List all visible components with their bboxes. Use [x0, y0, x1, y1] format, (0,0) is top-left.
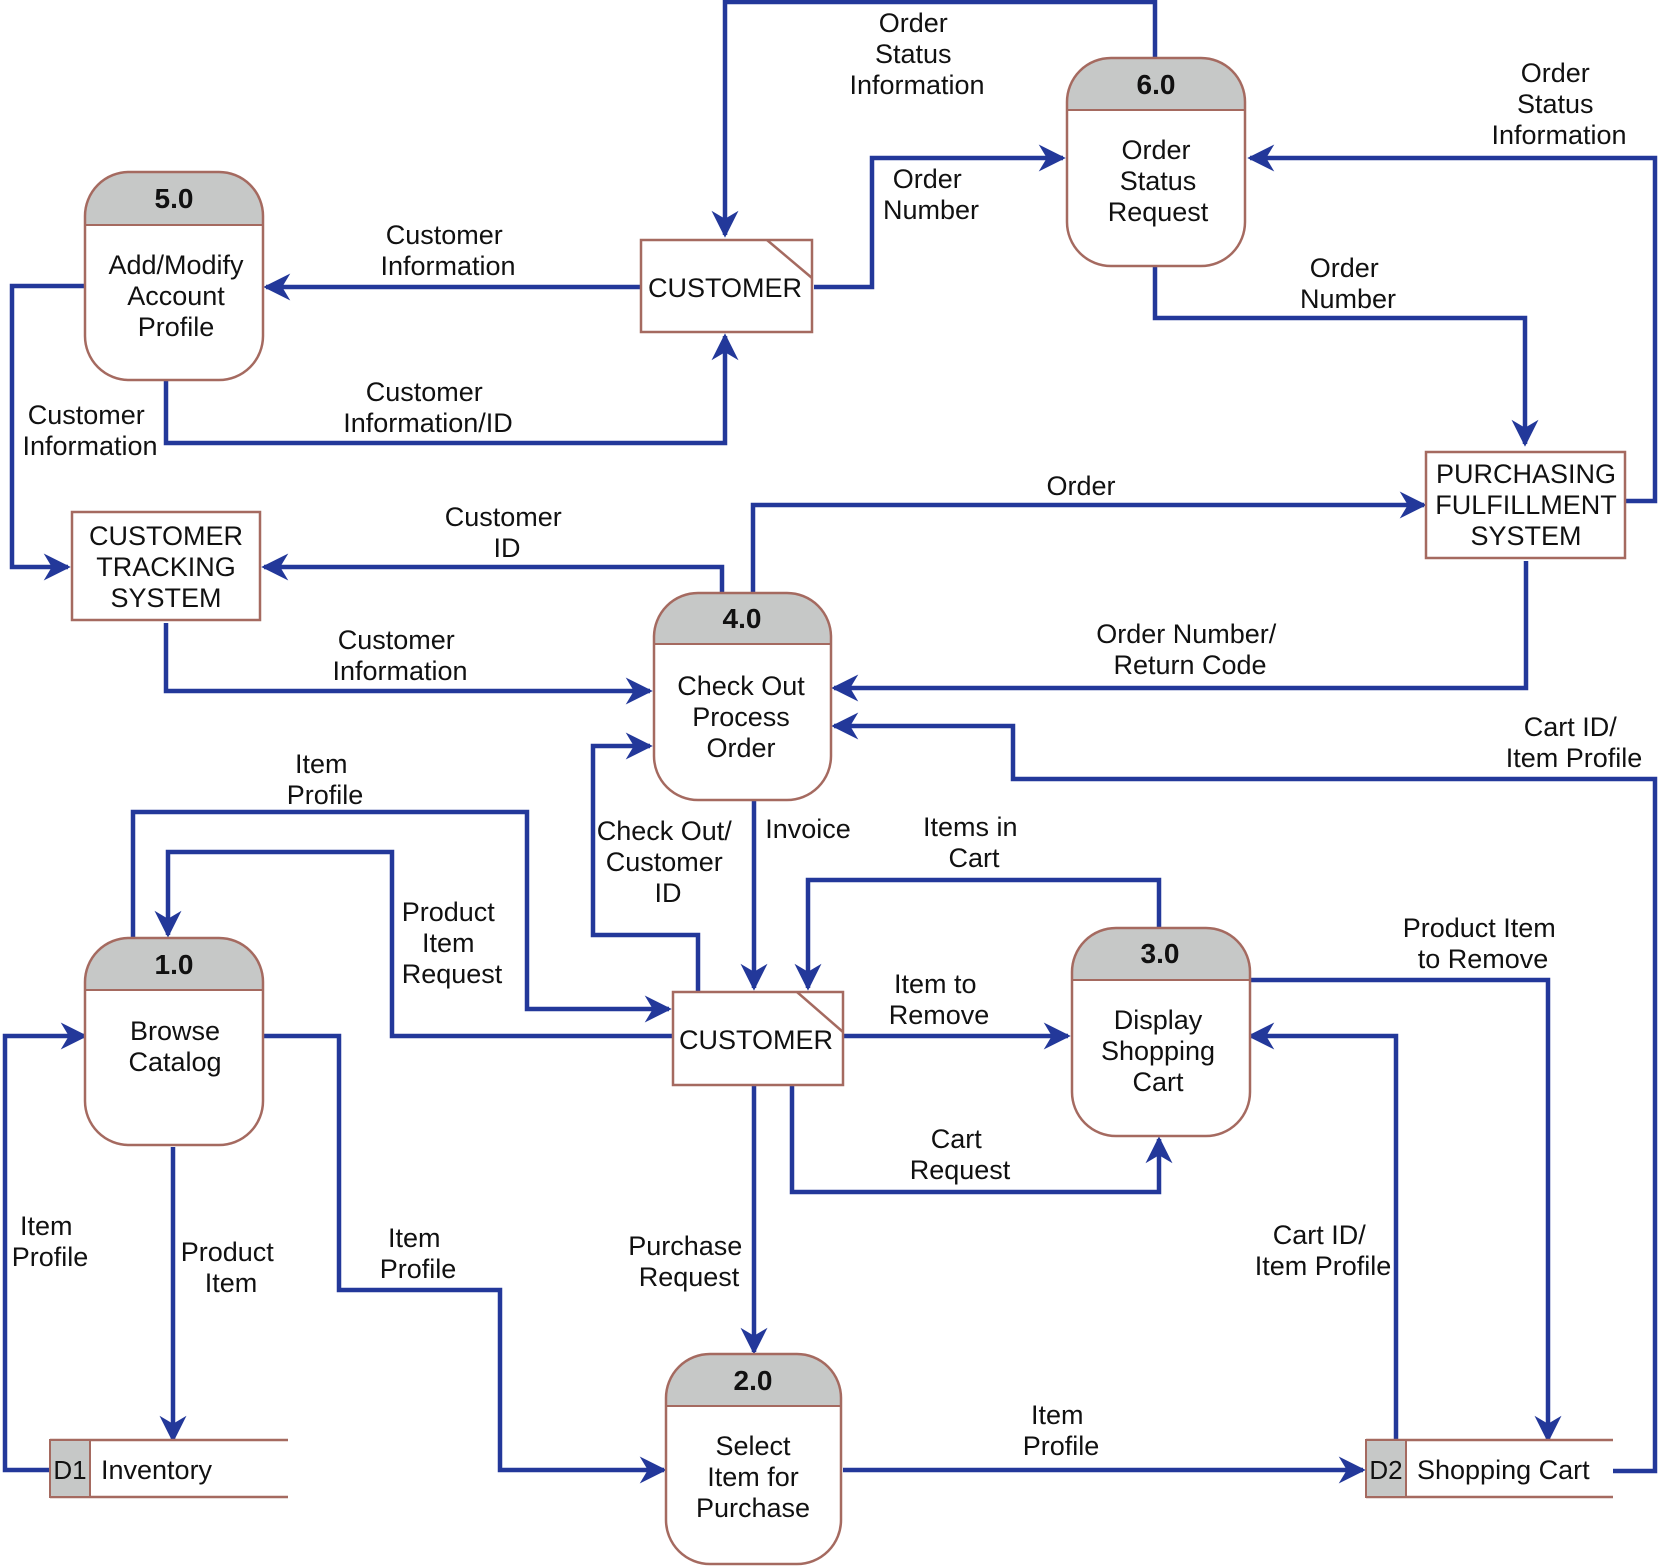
- flow-lines: [2, 0, 1658, 1484]
- process-label-line: Status: [1120, 166, 1197, 196]
- flow-label-item-profile-top: Item Profile: [287, 749, 364, 810]
- process-label-line: Item for: [707, 1462, 799, 1492]
- flow-label-cart-id-item-profile-low: Cart ID/ Item Profile: [1255, 1220, 1392, 1281]
- flow-product-item-request-to-1: [154, 849, 672, 1039]
- flow-label-item-profile-bottom: Item Profile: [1023, 1400, 1100, 1461]
- process-label-line: Profile: [138, 312, 215, 342]
- process-number: 1.0: [155, 949, 194, 980]
- flow-order-status-to-6: [1247, 144, 1658, 504]
- process-label-line: Browse: [130, 1016, 220, 1046]
- process-number: 6.0: [1137, 69, 1176, 100]
- flow-item-profile-to-customer: [130, 809, 672, 1023]
- flow-label-order-number-return: Order Number/ Return Code: [1096, 619, 1284, 680]
- process-5[interactable]: 5.0 Add/Modify Account Profile: [83, 170, 265, 382]
- flow-item-profile-to-2: [263, 1033, 667, 1484]
- flow-cart-request-to-3: [789, 1085, 1173, 1195]
- flow-label-item-profile-mid: Item Profile: [380, 1223, 457, 1284]
- data-store-id: D2: [1369, 1455, 1402, 1485]
- flow-label-customer-info-left: Customer Information: [22, 400, 157, 461]
- data-store-name: Shopping Cart: [1417, 1455, 1590, 1485]
- flow-customer-info-id-to-customer: [163, 333, 739, 446]
- flow-label-order-number-right: Order Number: [1300, 253, 1396, 314]
- process-label-line: Check Out: [677, 671, 805, 701]
- entity-label-line: SYSTEM: [110, 583, 221, 613]
- process-6[interactable]: 6.0 Order Status Request: [1065, 56, 1247, 268]
- process-label-line: Display: [1114, 1005, 1203, 1035]
- process-label-line: Add/Modify: [108, 250, 244, 280]
- data-store-id: D1: [53, 1455, 86, 1485]
- flow-label-cart-id-item-profile-right: Cart ID/ Item Profile: [1506, 712, 1643, 773]
- flow-label-items-in-cart: Items in Cart: [923, 812, 1025, 873]
- entity-label-line: PURCHASING: [1436, 459, 1616, 489]
- process-number: 4.0: [723, 603, 762, 634]
- flow-label-order-number-top: Order Number: [883, 164, 979, 225]
- process-label-line: Purchase: [696, 1493, 810, 1523]
- flow-customer-id-to-tracking: [261, 553, 725, 593]
- flow-order-number-to-6: [814, 144, 1066, 290]
- process-label-line: Select: [715, 1431, 791, 1461]
- flow-item-profile-to-1: [2, 1022, 88, 1473]
- flow-product-item-to-remove-to-d2: [1250, 977, 1562, 1443]
- entity-customer-tracking-system[interactable]: CUSTOMER TRACKING SYSTEM: [70, 510, 262, 622]
- flow-label-order: Order: [1046, 471, 1115, 501]
- data-store-name: Inventory: [101, 1455, 213, 1485]
- process-label-line: Request: [1108, 197, 1209, 227]
- process-label-line: Process: [692, 702, 790, 732]
- flow-order-number-to-purchasing: [1152, 267, 1539, 447]
- process-3[interactable]: 3.0 Display Shopping Cart: [1070, 926, 1252, 1138]
- flow-label-item-to-remove: Item to Remove: [889, 969, 990, 1030]
- flow-label-customer-id: Customer ID: [445, 502, 570, 563]
- entity-label-line: SYSTEM: [1470, 521, 1581, 551]
- flow-label-product-item-to-remove: Product Item to Remove: [1403, 913, 1564, 974]
- process-label-line: Catalog: [128, 1047, 221, 1077]
- process-1[interactable]: 1.0 Browse Catalog: [83, 936, 265, 1147]
- entity-label-line: CUSTOMER: [89, 521, 243, 551]
- flow-label-customer-info-mid: Customer Information: [332, 625, 467, 686]
- flow-cart-id-to-3: [1247, 1022, 1399, 1442]
- flow-order-to-purchasing: [750, 491, 1427, 593]
- flow-items-in-cart-to-customer: [794, 877, 1162, 991]
- flow-label-product-item: Product Item: [181, 1237, 282, 1298]
- data-store-d1[interactable]: D1 Inventory: [49, 1438, 288, 1499]
- entity-purchasing-fulfillment-system[interactable]: PURCHASING FULFILLMENT SYSTEM: [1424, 450, 1627, 560]
- process-label-line: Order: [706, 733, 775, 763]
- flow-label-item-profile-left: Item Profile: [12, 1211, 89, 1272]
- process-label-line: Shopping: [1101, 1036, 1215, 1066]
- data-store-d2[interactable]: D2 Shopping Cart: [1365, 1438, 1613, 1499]
- entity-customer-mid[interactable]: CUSTOMER: [671, 990, 845, 1087]
- entity-label-line: CUSTOMER: [648, 273, 802, 303]
- flow-label-checkout-customer-id: Check Out/ Customer ID: [597, 816, 740, 908]
- flow-customer-info-to-tracking: [9, 283, 85, 581]
- flow-label-customer-info-id: Customer Information/ID: [343, 377, 513, 438]
- flow-label-product-item-request: Product Item Request: [402, 897, 503, 989]
- process-2[interactable]: 2.0 Select Item for Purchase: [664, 1352, 843, 1566]
- entity-label-line: CUSTOMER: [679, 1025, 833, 1055]
- process-4[interactable]: 4.0 Check Out Process Order: [652, 591, 833, 802]
- process-label-line: Order: [1121, 135, 1190, 165]
- process-label-line: Account: [127, 281, 225, 311]
- flow-cart-id-to-4: [831, 712, 1658, 1474]
- flow-label-order-status-info-top: Order Status Information: [849, 8, 984, 100]
- process-number: 2.0: [734, 1365, 773, 1396]
- entity-customer-top[interactable]: CUSTOMER: [639, 238, 814, 334]
- flow-label-purchase-request: Purchase Request: [628, 1231, 750, 1292]
- process-number: 5.0: [155, 183, 194, 214]
- flow-order-status-to-customer: [711, 0, 1158, 238]
- flow-label-order-status-info-right: Order Status Information: [1491, 58, 1626, 150]
- flow-label-customer-info-top: Customer Information: [380, 220, 515, 281]
- flow-checkout-to-4: [590, 732, 701, 992]
- flow-label-invoice: Invoice: [765, 814, 851, 844]
- process-label-line: Cart: [1132, 1067, 1184, 1097]
- process-number: 3.0: [1141, 938, 1180, 969]
- flow-labels: Order Status Information Order Number Or…: [12, 8, 1643, 1461]
- flow-order-number-return-to-4: [831, 561, 1529, 702]
- flow-label-cart-request: Cart Request: [910, 1124, 1011, 1185]
- entity-label-line: FULFILLMENT: [1435, 490, 1617, 520]
- entity-label-line: TRACKING: [96, 552, 236, 582]
- flow-customer-info-to-4: [163, 623, 653, 705]
